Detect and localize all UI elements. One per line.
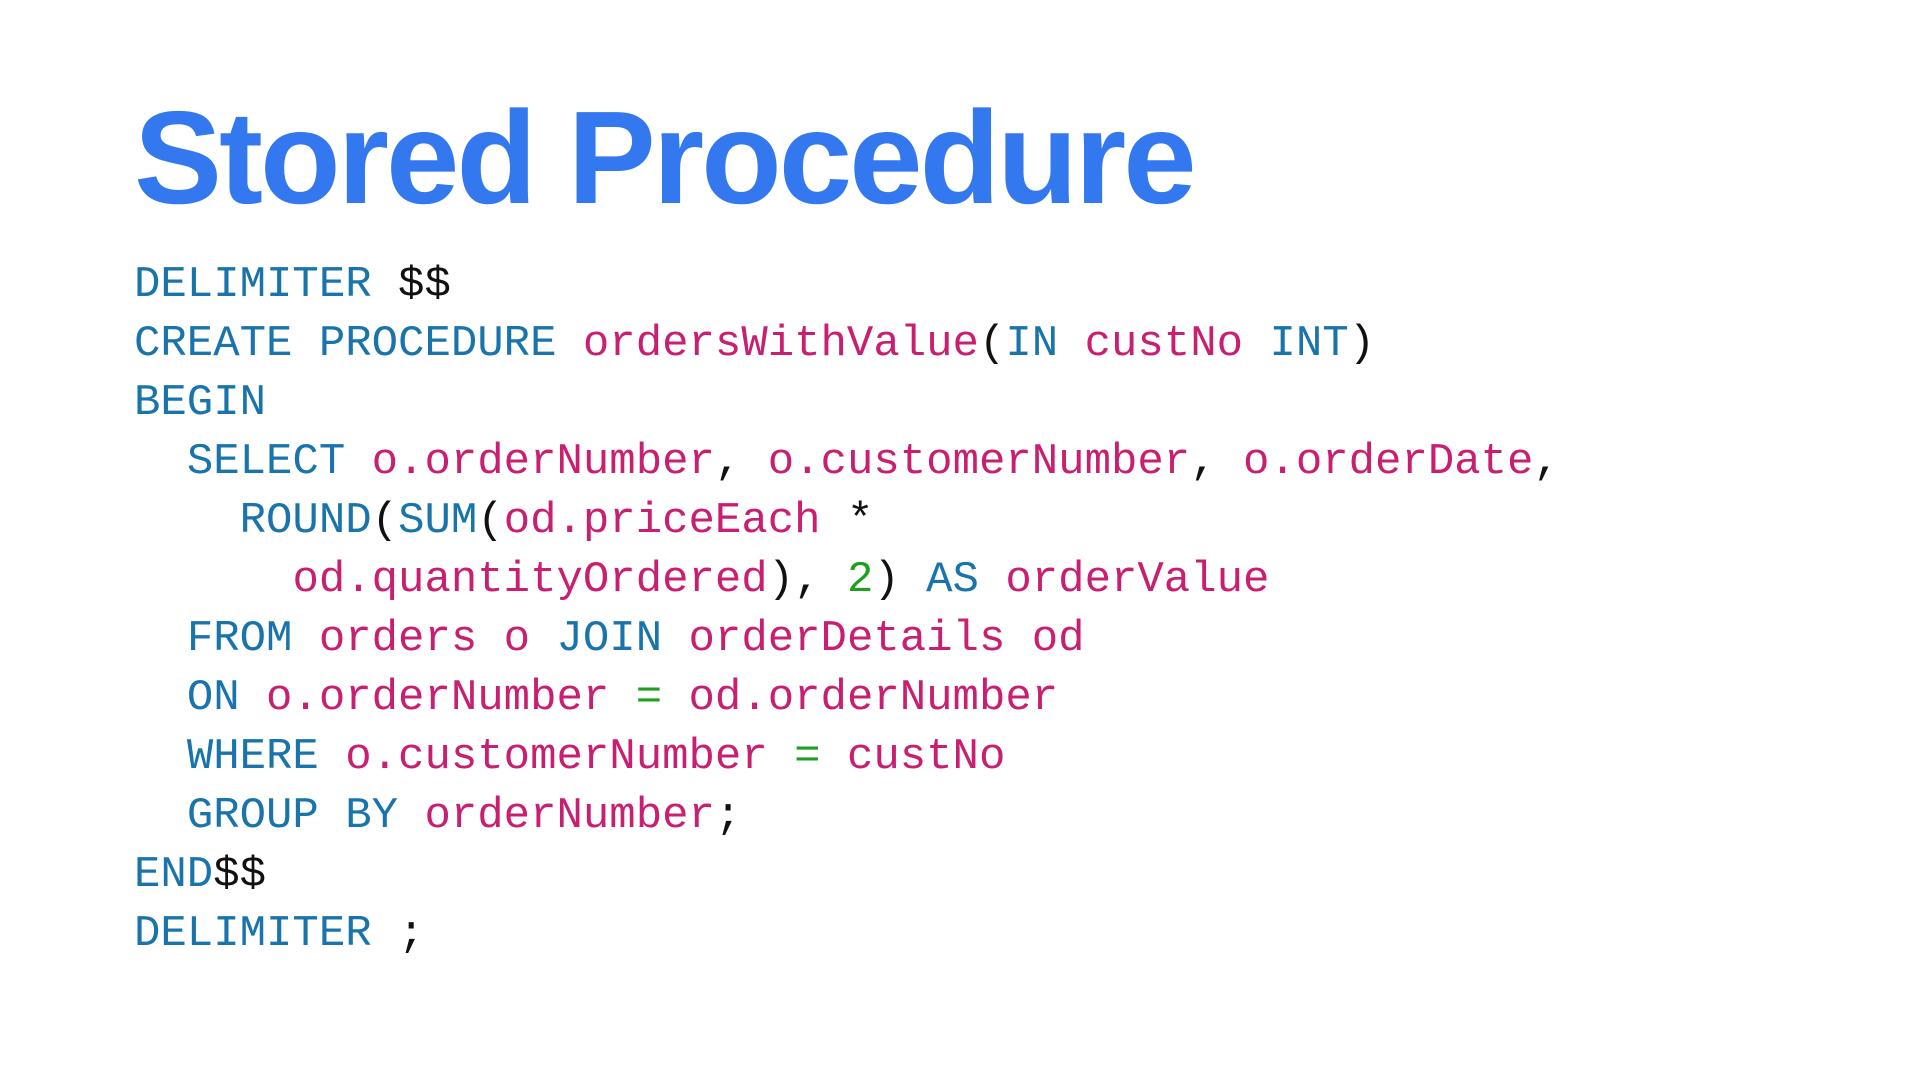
identifier-token: o.orderDate [1243, 437, 1534, 487]
keyword-token: FROM [186, 614, 293, 664]
punctuation-token: $$ [371, 260, 451, 310]
keyword-token: IN [1005, 319, 1059, 369]
punctuation-token [134, 437, 187, 487]
punctuation-token: ) [1348, 319, 1376, 369]
keyword-token: ROUND [239, 496, 372, 546]
code-line: SELECT o.orderNumber, o.customerNumber, … [134, 433, 1560, 492]
punctuation-token [556, 319, 582, 369]
punctuation-token [1058, 319, 1084, 369]
punctuation-token: ) [873, 555, 927, 605]
punctuation-token [134, 673, 187, 723]
identifier-token: o.customerNumber [345, 732, 768, 782]
keyword-token: WHERE [186, 732, 319, 782]
code-line: WHERE o.customerNumber = custNo [134, 728, 1560, 787]
punctuation-token [134, 555, 292, 605]
code-line: CREATE PROCEDURE ordersWithValue(IN cust… [134, 315, 1560, 374]
identifier-token: o.orderNumber [371, 437, 715, 487]
identifier-token: orderDetails od [688, 614, 1085, 664]
operator-token: = [794, 732, 821, 782]
punctuation-token: $$ [213, 850, 267, 900]
keyword-token: SUM [398, 496, 478, 546]
identifier-token: ordersWithValue [582, 319, 979, 369]
punctuation-token: ( [978, 319, 1006, 369]
identifier-token: orderValue [1005, 555, 1270, 605]
code-line: FROM orders o JOIN orderDetails od [134, 610, 1560, 669]
keyword-token: GROUP BY [186, 791, 399, 841]
keyword-token: INT [1269, 319, 1349, 369]
punctuation-token [821, 732, 847, 782]
punctuation-token [609, 673, 635, 723]
identifier-token: custNo [846, 732, 1006, 782]
identifier-token: o.orderNumber [266, 673, 610, 723]
keyword-token: SELECT [186, 437, 346, 487]
punctuation-token [292, 319, 318, 369]
keyword-token: ON [186, 673, 240, 723]
code-line: od.quantityOrdered), 2) AS orderValue [134, 551, 1560, 610]
punctuation-token [1243, 319, 1269, 369]
code-block: DELIMITER $$CREATE PROCEDURE ordersWithV… [134, 256, 1560, 964]
punctuation-token: ( [477, 496, 504, 546]
punctuation-token [662, 673, 688, 723]
number-token: 2 [846, 555, 874, 605]
punctuation-token [979, 555, 1005, 605]
keyword-token: JOIN [556, 614, 663, 664]
punctuation-token: , [714, 437, 768, 487]
keyword-token: END [134, 850, 214, 900]
operator-token: = [635, 673, 663, 723]
identifier-token: od.quantityOrdered [292, 555, 768, 605]
punctuation-token [134, 791, 187, 841]
slide-title: Stored Procedure [134, 84, 1197, 231]
punctuation-token: , [1533, 437, 1560, 487]
keyword-token: DELIMITER [134, 909, 372, 959]
punctuation-token: * [820, 496, 874, 546]
punctuation-token [134, 614, 187, 664]
punctuation-token [319, 732, 345, 782]
punctuation-token [345, 437, 371, 487]
punctuation-token [134, 496, 240, 546]
code-line: ROUND(SUM(od.priceEach * [134, 492, 1560, 551]
code-line: ON o.orderNumber = od.orderNumber [134, 669, 1560, 728]
punctuation-token: ; [714, 791, 742, 841]
code-line: BEGIN [134, 374, 1560, 433]
code-line: GROUP BY orderNumber; [134, 787, 1560, 846]
punctuation-token [292, 614, 318, 664]
identifier-token: o.customerNumber [767, 437, 1191, 487]
code-line: END$$ [134, 846, 1560, 905]
keyword-token: AS [926, 555, 979, 605]
punctuation-token [530, 614, 556, 664]
punctuation-token [768, 732, 794, 782]
punctuation-token: , [1190, 437, 1244, 487]
punctuation-token [662, 614, 688, 664]
identifier-token: orderNumber [424, 791, 715, 841]
keyword-token: DELIMITER [134, 260, 372, 310]
keyword-token: CREATE [134, 319, 293, 369]
identifier-token: od.priceEach [503, 496, 821, 546]
punctuation-token [134, 732, 187, 782]
keyword-token: PROCEDURE [318, 319, 557, 369]
identifier-token: custNo [1084, 319, 1244, 369]
punctuation-token: ; [371, 909, 425, 959]
punctuation-token [398, 791, 424, 841]
punctuation-token [240, 673, 266, 723]
punctuation-token: ( [371, 496, 399, 546]
punctuation-token: ), [767, 555, 847, 605]
code-line: DELIMITER $$ [134, 256, 1560, 315]
identifier-token: od.orderNumber [688, 673, 1059, 723]
identifier-token: orders o [318, 614, 531, 664]
code-line: DELIMITER ; [134, 905, 1560, 964]
keyword-token: BEGIN [134, 378, 267, 428]
